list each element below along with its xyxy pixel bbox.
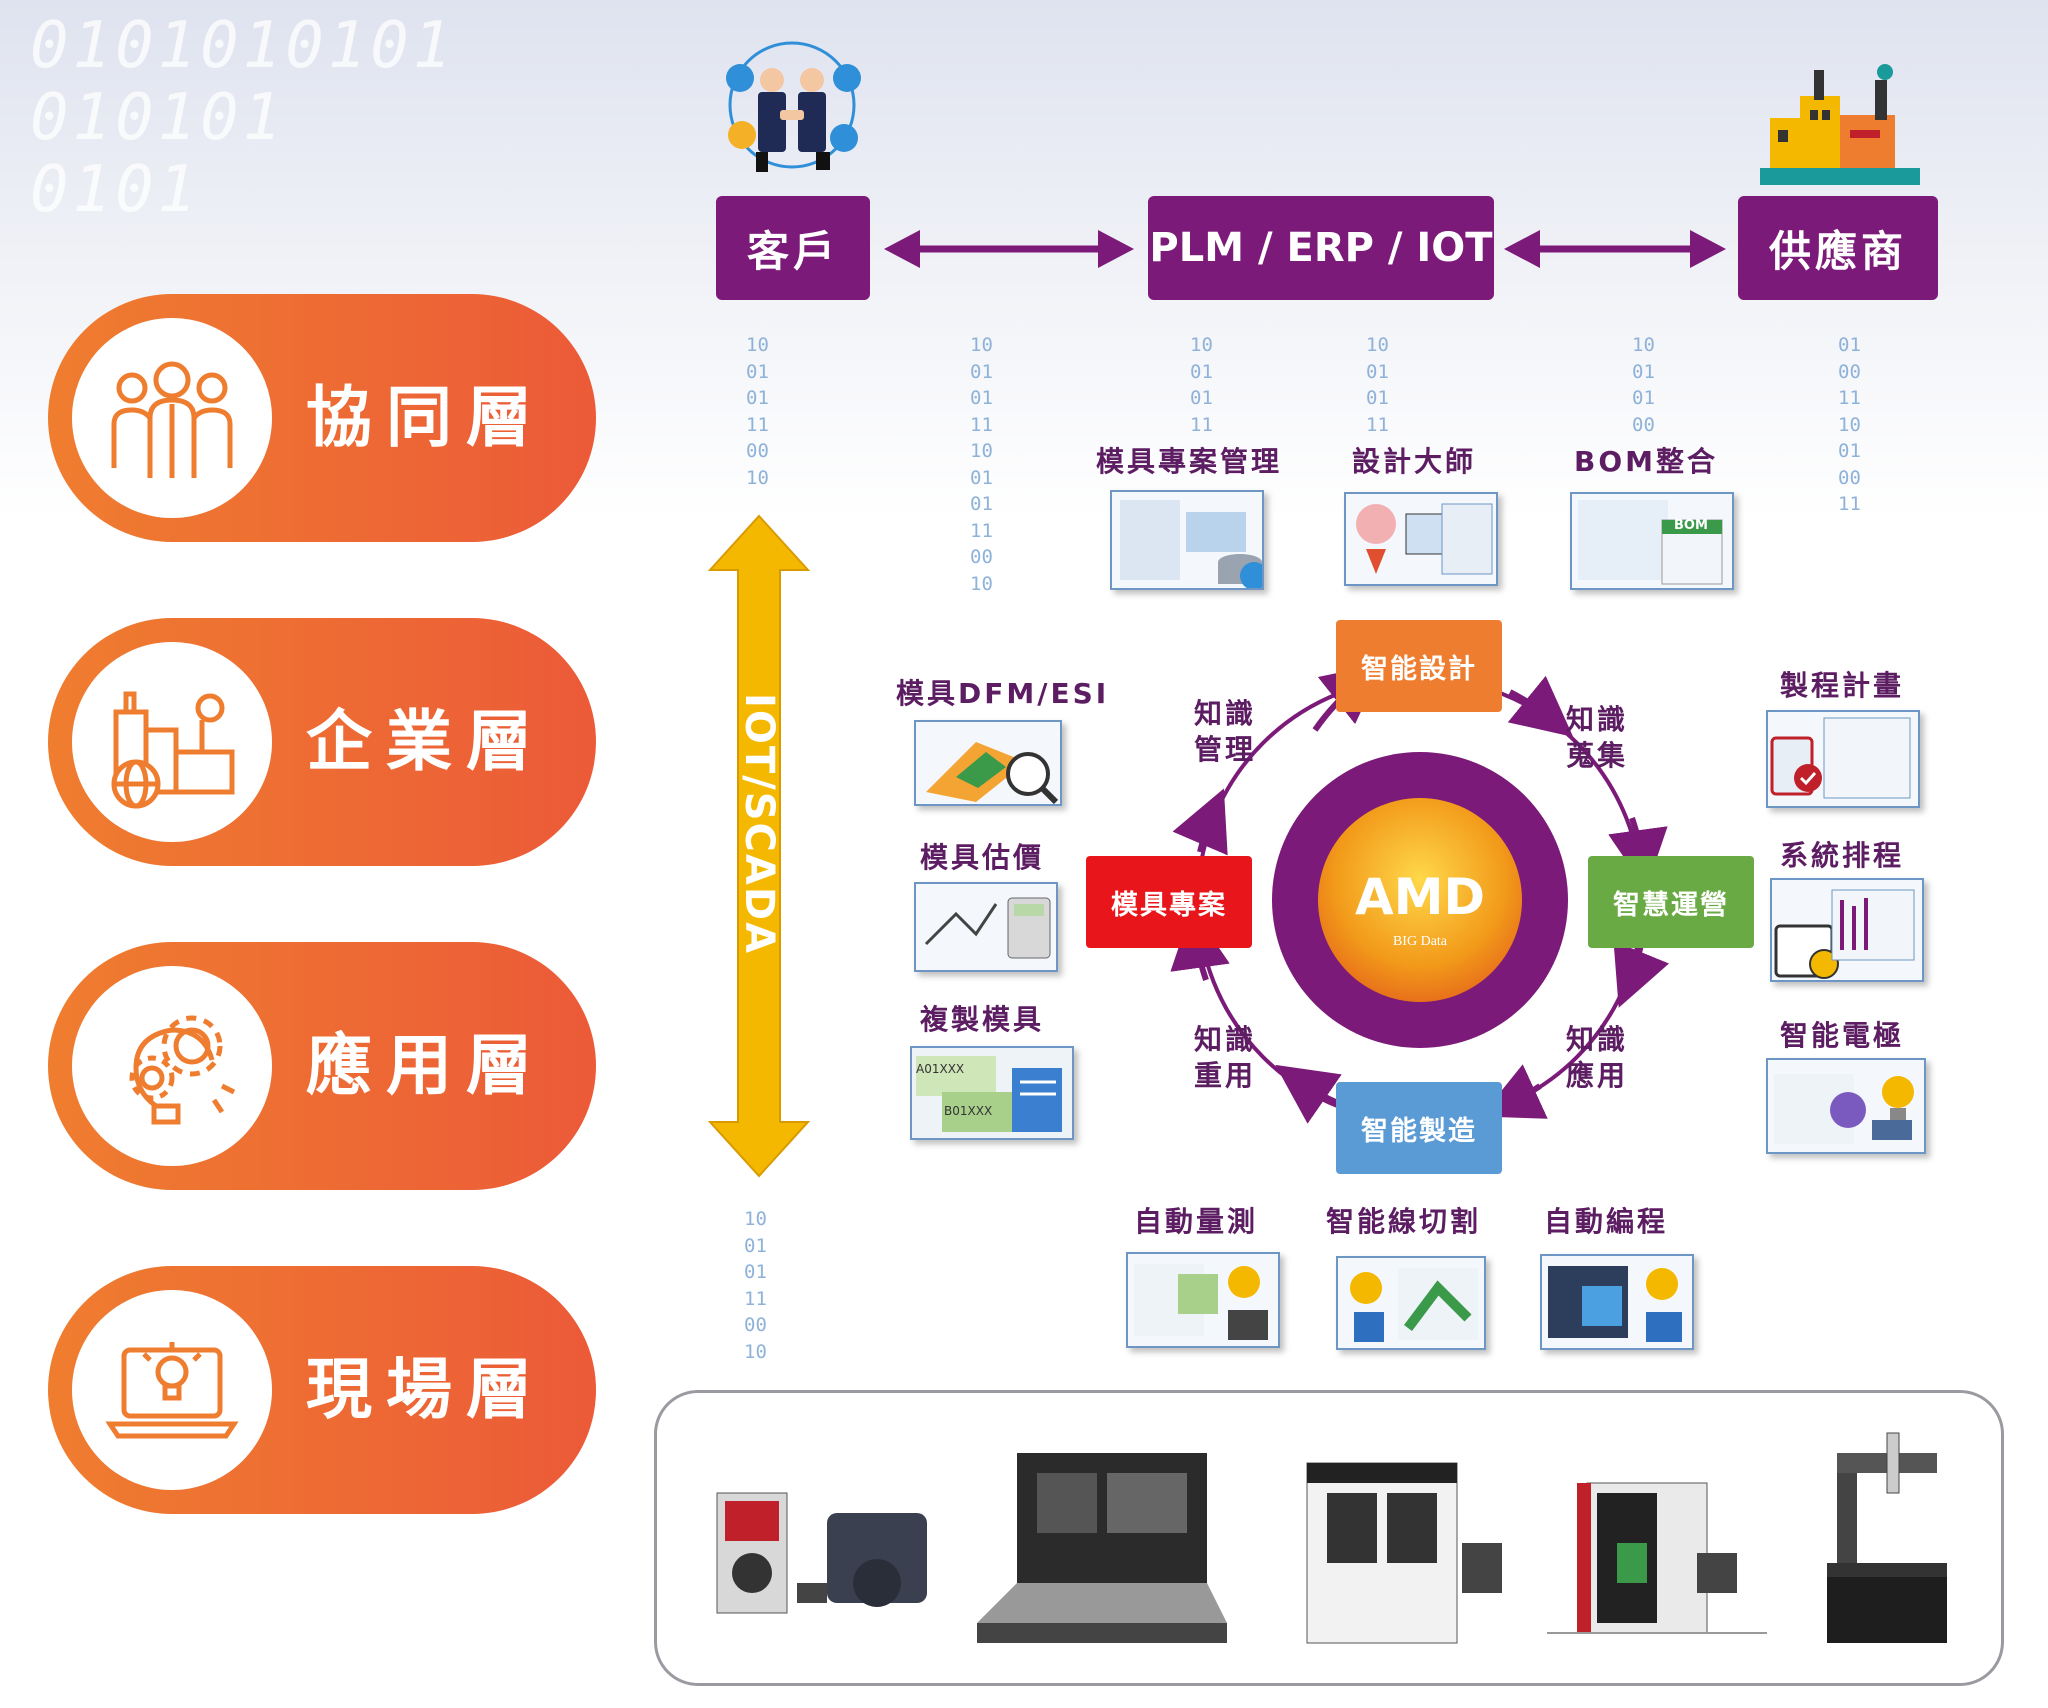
layer-icon-circle (72, 966, 272, 1166)
iot-scada-arrow (708, 514, 810, 1178)
design-master-screenshot (1344, 492, 1498, 586)
bus-label: IOT/SCADA (736, 692, 782, 956)
smart-operation-box: 智慧運營 (1588, 856, 1754, 948)
scheduling-screenshot (1770, 878, 1924, 982)
binary-column: 01 00 11 10 01 00 11 (1838, 334, 1861, 515)
copy-tag-b: B01XXX (944, 1104, 993, 1118)
electrode-screenshot (1766, 1058, 1926, 1154)
platform-label: PLM / ERP / IOT (1149, 225, 1493, 271)
binary-column: 10 01 01 11 00 10 (744, 1208, 767, 1363)
module-electrode-label: 智能電極 (1780, 1019, 1905, 1052)
module-bom-label: BOM整合 (1574, 445, 1719, 478)
layer-icon-circle (72, 642, 272, 842)
auto-measure-screenshot (1126, 1252, 1280, 1348)
knowledge-collection-text: 知識 蒐集 (1566, 703, 1629, 772)
amd-center-subtitle: BIG Data (1392, 934, 1448, 949)
knowledge-application-text: 知識 應用 (1566, 1023, 1629, 1092)
module-copy-mold-label: 複製模具 (920, 1003, 1045, 1036)
double-arrow-icon (1504, 230, 1726, 268)
module-auto-program-label: 自動編程 (1544, 1205, 1669, 1238)
supplier-box: 供應商 (1738, 196, 1938, 300)
knowledge-reuse-text: 知識 重用 (1194, 1023, 1257, 1092)
layer-icon-circle (72, 318, 272, 518)
module-project-management-label: 模具專案管理 (1096, 445, 1283, 478)
binary-column: 10 01 01 11 00 10 (746, 334, 769, 489)
process-plan-screenshot (1766, 710, 1920, 808)
layer-icon-circle (72, 1290, 272, 1490)
module-auto-measure-label: 自動量測 (1134, 1205, 1259, 1238)
bom-screenshot: BOM (1570, 492, 1734, 590)
smart-manufacturing-box: 智能製造 (1336, 1082, 1502, 1174)
module-design-master-label: 設計大師 (1352, 445, 1477, 478)
mold-project-box: 模具專案 (1086, 856, 1252, 948)
handshake-icon (726, 41, 861, 172)
layer-label: 協同層 (306, 379, 546, 456)
auto-program-screenshot (1540, 1254, 1694, 1350)
copy-tag-a: A01XXX (916, 1062, 965, 1076)
machine-grinder (716, 1492, 927, 1614)
bom-tag: BOM (1674, 518, 1708, 533)
estimate-screenshot (914, 882, 1058, 972)
knowledge-management-text: 知識 管理 (1194, 697, 1257, 766)
dfm-screenshot (914, 720, 1062, 806)
customer-label: 客戶 (746, 226, 839, 276)
platform-box: PLM / ERP / IOT (1148, 196, 1494, 300)
binary-column: 10 01 01 11 (1366, 334, 1389, 436)
layer-collaboration: 協同層 (48, 294, 596, 542)
layer-label: 現場層 (306, 1351, 546, 1428)
binary-column: 10 01 01 00 (1632, 334, 1655, 436)
layer-application: 應用層 (48, 942, 596, 1190)
binary-column: 10 01 01 11 (1190, 334, 1213, 436)
layer-label: 應用層 (306, 1027, 546, 1104)
module-scheduling-label: 系統排程 (1780, 839, 1905, 872)
team-icon (111, 361, 233, 478)
smart-design-box: 智能設計 (1336, 620, 1502, 712)
module-estimate-label: 模具估價 (920, 841, 1045, 874)
machine-cmm (1827, 1432, 1947, 1643)
layer-enterprise: 企業層 (48, 618, 596, 866)
machine-large-cnc (977, 1453, 1227, 1643)
project-management-screenshot (1110, 490, 1268, 590)
machine-lasertec (1306, 1462, 1502, 1644)
wire-cut-screenshot (1336, 1256, 1486, 1350)
enterprise-factory-icon (111, 691, 235, 809)
module-process-plan-label: 製程計畫 (1780, 669, 1905, 702)
customer-box: 客戶 (716, 196, 870, 300)
machine-lasertec-small (1547, 1482, 1767, 1634)
copy-mold-screenshot: A01XXX B01XXX (910, 1046, 1074, 1140)
module-dfm-label: 模具DFM/ESI (896, 677, 1110, 710)
double-arrow-icon (884, 230, 1134, 268)
module-wire-cut-label: 智能線切割 (1326, 1205, 1482, 1238)
layer-label: 企業層 (306, 703, 546, 780)
amd-center-title: AMD (1355, 868, 1485, 926)
binary-column: 10 01 01 11 10 01 01 11 00 10 (970, 334, 993, 595)
supplier-label: 供應商 (1768, 226, 1907, 276)
laptop-bulb-icon (105, 1342, 239, 1439)
layer-field: 現場層 (48, 1266, 596, 1514)
shop-floor-machines-panel (654, 1390, 2004, 1686)
factory-icon (1760, 64, 1920, 185)
gear-bulb-icon (129, 1015, 236, 1125)
